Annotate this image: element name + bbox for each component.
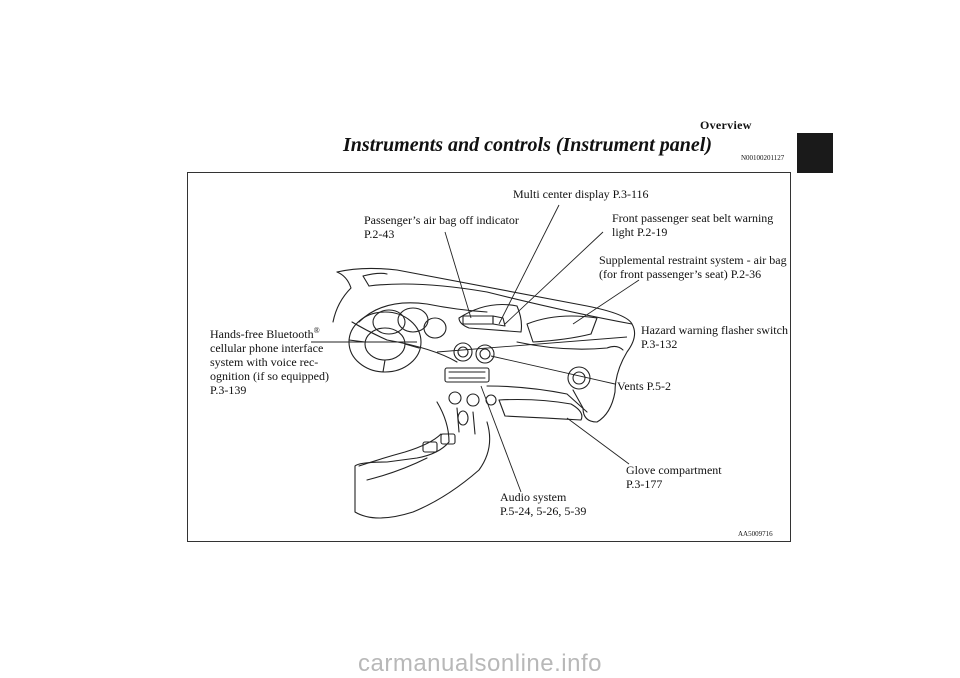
callout-vents: Vents P.5-2 xyxy=(617,379,671,393)
airbag-panel xyxy=(526,315,598,343)
callout-srs-airbag: Supplemental restraint system - air bag … xyxy=(599,253,787,281)
center-console xyxy=(354,401,491,519)
registered-mark: ® xyxy=(313,326,320,335)
callout-line: ognition (if so equipped) xyxy=(210,369,329,383)
callout-seat-belt-warning: Front passenger seat belt warning light … xyxy=(612,211,773,239)
callout-line: P.2-43 xyxy=(364,227,395,241)
windshield-edge xyxy=(336,267,633,325)
document-code: N00100201127 xyxy=(741,154,785,162)
callout-line: cellular phone interface xyxy=(210,341,324,355)
glove-box xyxy=(498,398,583,421)
callout-line: P.5-24, 5-26, 5-39 xyxy=(500,504,587,518)
left-trim xyxy=(332,271,352,323)
callout-line: Hazard warning flasher switch xyxy=(641,323,788,337)
dashboard-top xyxy=(368,283,636,423)
a-pillar xyxy=(362,272,388,287)
callout-line: P.3-139 xyxy=(210,383,247,397)
multi-center-display xyxy=(462,315,494,325)
callout-line: Multi center display P.3-116 xyxy=(513,187,649,201)
watermark: carmanualsonline.info xyxy=(358,650,602,677)
callout-glove-compartment: Glove compartment P.3-177 xyxy=(626,463,722,491)
callout-line: Hands-free Bluetooth® xyxy=(210,326,329,342)
callout-hazard-switch: Hazard warning flasher switch P.3-132 xyxy=(641,323,788,351)
figure-frame xyxy=(187,172,791,542)
chapter-tab-marker xyxy=(797,133,833,173)
callout-bluetooth: Hands-free Bluetooth® cellular phone int… xyxy=(210,326,329,398)
callout-line: light P.2-19 xyxy=(612,225,668,239)
callout-line: Audio system xyxy=(500,490,567,504)
callout-line: Vents P.5-2 xyxy=(617,379,672,393)
instrument-panel-illustration xyxy=(311,204,640,519)
callout-line: Front passenger seat belt warning xyxy=(612,211,774,225)
callout-airbag-off-indicator: Passenger’s air bag off indicator P.2-43 xyxy=(364,213,519,241)
callout-line: Supplemental restraint system - air bag xyxy=(599,253,787,267)
callout-line: Passenger’s air bag off indicator xyxy=(364,213,519,227)
page-title: Instruments and controls (Instrument pan… xyxy=(343,134,712,156)
callout-line: Glove compartment xyxy=(626,463,722,477)
section-header: Overview xyxy=(700,118,752,132)
callout-multi-center-display: Multi center display P.3-116 xyxy=(513,187,649,201)
callout-line: system with voice rec- xyxy=(210,355,319,369)
figure-code: AA5009716 xyxy=(738,530,773,538)
audio-unit xyxy=(444,367,490,383)
display-hood xyxy=(458,303,523,333)
callout-line: P.3-132 xyxy=(641,337,678,351)
callout-audio-system: Audio system P.5-24, 5-26, 5-39 xyxy=(500,490,586,518)
callout-text: Hands-free Bluetooth xyxy=(210,327,314,341)
callout-line: P.3-177 xyxy=(626,477,663,491)
callout-line: (for front passenger’s seat) P.2-36 xyxy=(599,267,762,281)
